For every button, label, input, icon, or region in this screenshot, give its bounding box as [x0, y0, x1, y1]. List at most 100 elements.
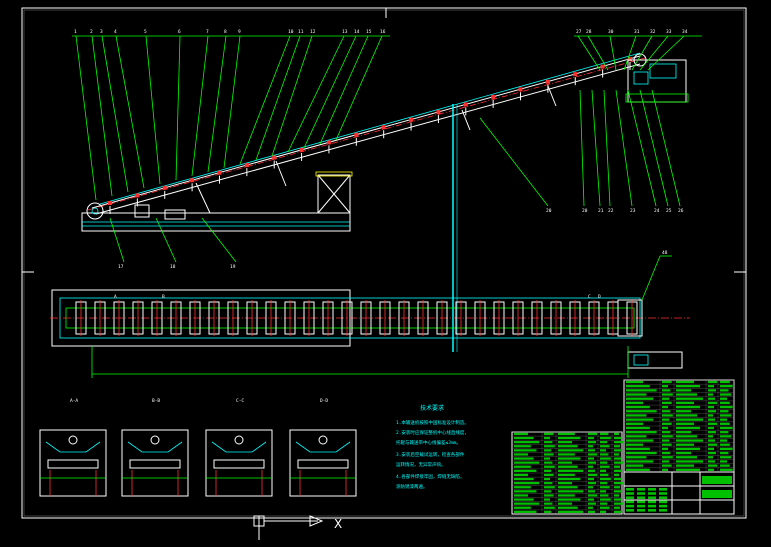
leader-line — [155, 217, 177, 263]
table-cell-text — [588, 486, 593, 489]
section-roller — [150, 435, 160, 445]
section-belt-trough — [211, 441, 267, 453]
table-cell-text — [662, 456, 673, 459]
support-leg-2 — [275, 160, 287, 187]
title-block-cell — [659, 504, 667, 508]
table-cell-text — [614, 445, 620, 448]
balloon-label: 16 — [380, 29, 386, 35]
balloon-label: 19 — [230, 264, 236, 270]
ucs-x-arrow — [309, 515, 324, 527]
table-cell-text — [514, 453, 528, 456]
table-cell-text — [662, 435, 673, 438]
table-cell-text — [662, 460, 670, 463]
table-cell-text — [588, 502, 596, 505]
table-cell-text — [662, 443, 672, 446]
table-cell-text — [720, 393, 732, 396]
table-cell-text — [676, 431, 691, 434]
table-cell-text — [614, 465, 620, 468]
table-cell-text — [614, 502, 623, 505]
balloon-label: 2 — [90, 29, 93, 35]
table-cell-text — [544, 494, 554, 497]
table-cell-text — [544, 506, 555, 509]
table-cell-text — [600, 482, 608, 485]
section-return-belt — [297, 459, 349, 469]
leader-lines — [72, 35, 702, 263]
table-cell-text — [720, 451, 729, 455]
table-cell-text — [514, 498, 534, 501]
table-cell-text — [662, 426, 668, 430]
table-cell-text — [676, 410, 691, 413]
table-cell-text — [676, 426, 700, 430]
table-cell-text — [720, 397, 727, 400]
leader-line — [639, 89, 669, 207]
roller-idler — [162, 185, 167, 190]
table-cell-text — [662, 464, 672, 467]
head-pulley — [633, 53, 647, 67]
balloon-label: 32 — [650, 29, 656, 35]
table-cell-text — [558, 477, 581, 481]
table-cell-text — [626, 468, 650, 471]
leader-line — [631, 35, 653, 71]
table-cell-text — [626, 405, 650, 409]
head-frame — [627, 59, 687, 103]
table-cell-text — [514, 469, 537, 472]
balloon-label: 28 — [586, 29, 592, 35]
table-cell-text — [708, 447, 714, 451]
roller-idler — [628, 57, 632, 61]
title-block-cell — [626, 500, 634, 504]
table-cell-text — [544, 477, 550, 481]
plan-balloon: 48 — [662, 250, 668, 256]
table-cell-text — [676, 397, 703, 400]
leader-line — [591, 89, 601, 207]
table-cell-text — [626, 451, 657, 455]
table-cell-text — [514, 445, 531, 448]
leader-line — [115, 35, 145, 189]
table-cell-text — [558, 432, 575, 436]
leader-line — [91, 35, 113, 197]
table-cell-text — [544, 469, 552, 472]
table-cell-text — [614, 494, 619, 497]
table-cell-text — [588, 473, 597, 477]
leader-line — [101, 35, 129, 193]
plan-view: 48 A B C D — [50, 250, 690, 378]
balloon-label: 13 — [342, 29, 348, 35]
title-block-cell — [648, 492, 656, 495]
table-cell-text — [676, 401, 694, 405]
leader-line — [577, 35, 601, 71]
table-cell-text — [614, 486, 620, 489]
section-frame — [39, 429, 107, 497]
table-cell-text — [514, 502, 540, 505]
table-cell-text — [720, 405, 733, 409]
leader-line — [609, 35, 617, 71]
section-return-belt — [213, 459, 265, 469]
table-cell-text — [676, 451, 691, 455]
plan-drive-motor — [627, 351, 683, 369]
table-cell-text — [708, 451, 716, 455]
table-cell-text — [514, 432, 528, 436]
table-cell-text — [600, 494, 609, 497]
table-cell-text — [614, 457, 621, 460]
table-cell-text — [676, 414, 697, 417]
table-cell-text — [626, 431, 657, 434]
table-cell-text — [662, 385, 668, 388]
table-cell-text — [708, 401, 717, 405]
table-cell-text — [588, 469, 595, 472]
balloon-label: 10 — [288, 29, 294, 35]
table-cell-text — [600, 465, 610, 468]
roller-idler — [135, 193, 140, 198]
table-cell-text — [662, 401, 672, 405]
table-cell-text — [544, 461, 553, 464]
balloon-label: 12 — [310, 29, 316, 35]
balloon-label: 3 — [100, 29, 103, 35]
leader-line — [647, 35, 685, 71]
title-block-cell — [637, 500, 645, 504]
table-cell-text — [514, 477, 534, 481]
head-motor — [649, 63, 677, 79]
table-cell-text — [600, 457, 611, 460]
balloon-label: 20 — [582, 208, 588, 214]
table-cell-text — [708, 418, 715, 421]
section-label: A-A — [70, 398, 78, 404]
table-cell-text — [626, 426, 650, 430]
